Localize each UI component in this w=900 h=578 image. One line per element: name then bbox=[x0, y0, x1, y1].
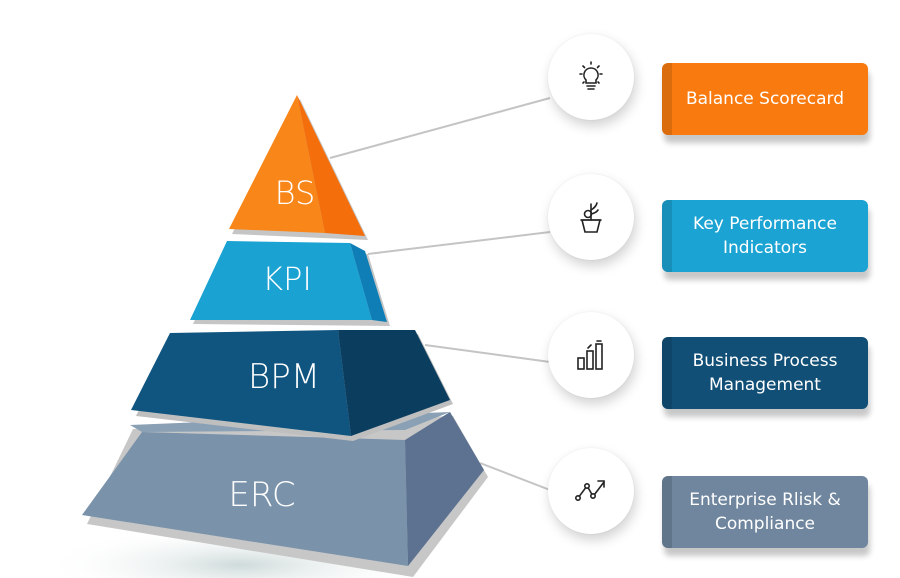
tier-label-kpi: KPI bbox=[262, 260, 312, 298]
icon-circle-erc bbox=[548, 448, 634, 534]
tier-bs: BS bbox=[229, 95, 368, 240]
card-key-performance-indicators[interactable]: Key Performance Indicators bbox=[662, 200, 868, 272]
tier-label-bpm: BPM bbox=[248, 357, 320, 397]
icon-circle-bpm bbox=[548, 312, 634, 398]
plant-pot-icon bbox=[580, 202, 602, 233]
card-balance-scorecard[interactable]: Balance Scorecard bbox=[662, 63, 868, 135]
tier-erc: ERC bbox=[82, 412, 488, 577]
card-enterprise-risk-compliance[interactable]: Enterprise Rlisk & Compliance bbox=[662, 476, 868, 548]
connector-line-bpm bbox=[424, 344, 551, 363]
card-label: Key Performance Indicators bbox=[693, 214, 837, 258]
connector-line-bs bbox=[329, 97, 551, 159]
tier-kpi: KPI bbox=[190, 241, 390, 326]
lightbulb-icon bbox=[579, 61, 603, 90]
bar-growth-icon bbox=[577, 340, 603, 370]
card-label: Enterprise Rlisk & Compliance bbox=[689, 490, 841, 534]
connector-line-kpi bbox=[367, 231, 551, 255]
icon-circle-kpi bbox=[548, 174, 634, 260]
tier-bpm: BPM bbox=[131, 330, 453, 441]
connector-line-erc bbox=[479, 462, 551, 491]
trend-line-icon bbox=[574, 480, 605, 501]
card-label: Business Process Management bbox=[692, 351, 838, 395]
tier-label-erc: ERC bbox=[228, 475, 295, 515]
tier-label-bs: BS bbox=[275, 174, 316, 212]
card-label: Balance Scorecard bbox=[685, 89, 845, 109]
card-business-process-management[interactable]: Business Process Management bbox=[662, 337, 868, 409]
icon-circle-bs bbox=[548, 34, 634, 120]
